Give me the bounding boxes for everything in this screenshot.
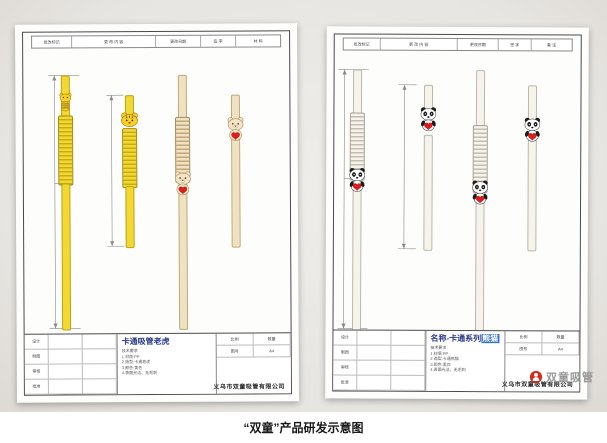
tiger-figure (58, 92, 72, 113)
field-label: 数量 (253, 333, 291, 346)
straw-tube (474, 191, 485, 332)
technical-notes: 技术要求 1.材质:PP 2.造型:卡通熊猫 3.颜色:黑白 4.表面光洁、无毛… (430, 345, 500, 373)
brand-name: 双童吸管 (546, 372, 594, 384)
drawing-frame: 批改标记 更 改 内 容 更改日期 签 字 备 注 (332, 33, 582, 393)
shuangtong-logo-icon (529, 370, 543, 384)
drawing-frame: 批改标记 更 改 内 容 更改日期 签 字 材 料 (22, 30, 292, 396)
panda-figure (523, 117, 541, 143)
panda-icon (524, 117, 541, 142)
paper-size: A4 (542, 343, 580, 356)
straw-bellows (122, 128, 138, 189)
straw-tube (178, 180, 189, 330)
panda-figure (471, 180, 489, 206)
field-label: 图号 (505, 343, 543, 356)
field-label: 图号 (216, 345, 254, 358)
note-line: 4.表面光洁、无毛刺 (121, 370, 158, 376)
straw-tube (352, 69, 363, 117)
bear-figure (226, 117, 244, 143)
field-cell (82, 349, 117, 365)
field-cell (357, 375, 392, 391)
bear-figure (174, 171, 192, 197)
note-line: 4.表面光洁、无毛刺 (430, 367, 466, 373)
bear-icon (174, 171, 191, 196)
straw-panda-3 (467, 35, 492, 332)
straw-panda-4 (519, 35, 544, 331)
field-cell (82, 379, 117, 395)
image-caption: “双童”产品研发示意图 (243, 421, 364, 435)
photo-background: 批改标记 更 改 内 容 更改日期 签 字 材 料 (0, 0, 607, 412)
drawing-title: 卡通吸管老虎 (121, 336, 170, 347)
field-label: 制图 (24, 349, 49, 365)
tiger-figure (120, 112, 138, 127)
panda-figure (348, 167, 366, 194)
straw-tiger-2 (117, 32, 143, 334)
field-cell (48, 349, 83, 365)
field-cell (82, 334, 117, 350)
straw-tube (231, 136, 241, 248)
straw-tiger-1 (53, 32, 79, 334)
title-block-center: 卡通吸管老虎 技术要求 1.材质:PP 2.造型:卡通老虎 3.颜色:黄色 4.… (117, 333, 217, 395)
field-label: 审核 (24, 364, 49, 380)
field-cell (391, 375, 426, 391)
field-cell (391, 345, 426, 361)
brand-watermark: 双童吸管 (529, 369, 594, 385)
tiger-icon (59, 92, 72, 112)
drawing-title-prefix: 名称-卡通系列 (430, 333, 482, 344)
drawing-title-highlight: 熊猫 (481, 334, 500, 344)
panda-figure (419, 107, 437, 133)
title-block-center: 名称-卡通系列熊猫 技术要求 1.材质:PP 2.造型:卡通熊猫 3.颜色:黑白… (426, 330, 506, 392)
field-cell (48, 364, 83, 380)
field-cell (391, 360, 426, 376)
straw-tube (527, 139, 537, 252)
drawing-sheet-left: 批改标记 更 改 内 容 更改日期 签 字 材 料 (15, 23, 299, 403)
title-block: 设计 制图 审核 批准 卡通吸管老虎 (24, 332, 291, 395)
field-label: 批准 (24, 379, 49, 395)
title-block-grid: 设计 制图 审核 批准 (333, 330, 427, 391)
straw-panda-2 (415, 35, 440, 331)
straw-tube (61, 183, 72, 331)
field-cell (82, 364, 117, 380)
company-name: 义乌市双童吸管有限公司 (213, 384, 285, 391)
straw-tube (177, 74, 188, 121)
field-cell (357, 360, 392, 376)
straw-bear-1 (170, 32, 196, 334)
straw-tube (125, 186, 135, 249)
field-cell (48, 334, 83, 350)
bear-icon (227, 117, 244, 141)
panda-icon (420, 107, 437, 132)
field-label: 制图 (333, 345, 358, 361)
straw-bellows (57, 115, 74, 186)
paper-size: A4 (253, 345, 291, 358)
field-cell (391, 330, 426, 346)
straw-bear-2 (223, 32, 249, 334)
field-cell (357, 345, 392, 361)
field-label: 设计 (333, 330, 358, 346)
panda-icon (349, 167, 365, 192)
field-label: 设计 (24, 334, 49, 350)
tiger-icon (121, 112, 138, 127)
field-label: 数量 (542, 331, 580, 344)
field-label: 审核 (333, 360, 358, 376)
drawing-title: 名称-卡通系列熊猫 (430, 333, 500, 344)
field-cell (48, 379, 83, 395)
drawing-sheet-right: 批改标记 更 改 内 容 更改日期 签 字 备 注 (325, 26, 589, 400)
straw-tube (423, 134, 433, 251)
straw-tube (475, 70, 486, 130)
title-block-grid: 设计 制图 审核 批准 (24, 334, 118, 395)
straw-tube (527, 85, 538, 122)
technical-notes: 技术要求 1.材质:PP 2.造型:卡通老虎 3.颜色:黄色 4.表面光洁、无毛… (122, 348, 212, 376)
panda-icon (472, 180, 488, 205)
field-label: 批准 (333, 375, 358, 391)
straw-tube (351, 178, 362, 331)
field-label: 比例 (505, 331, 543, 344)
straw-panda-1 (344, 35, 369, 331)
field-label: 比例 (216, 333, 254, 346)
field-cell (357, 330, 392, 346)
